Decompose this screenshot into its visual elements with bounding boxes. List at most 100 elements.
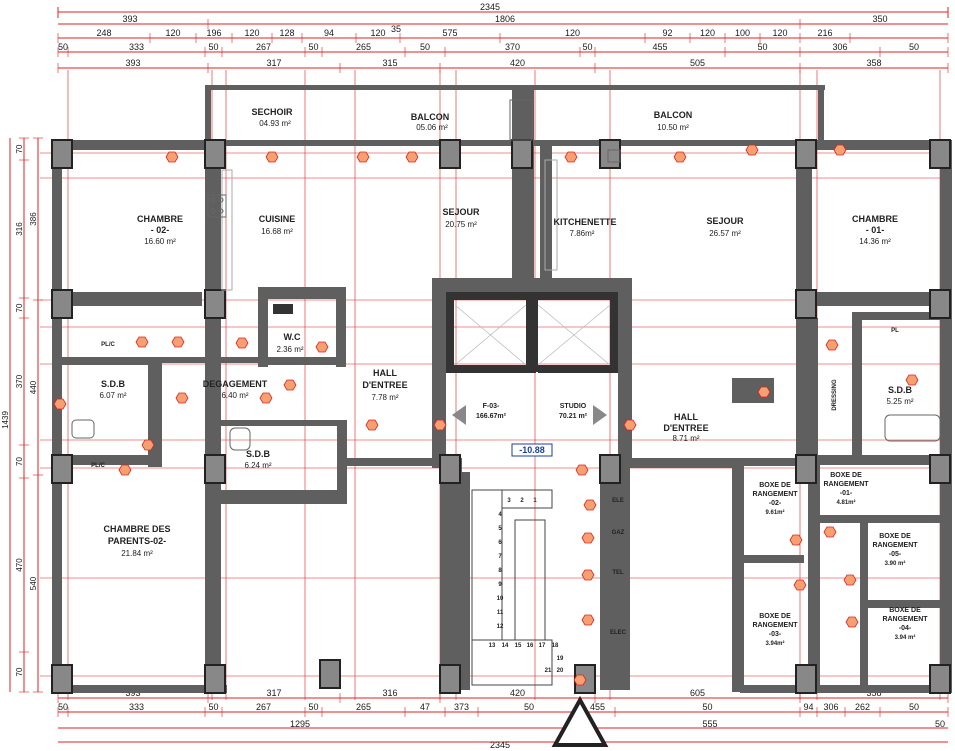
column-14 [599,454,621,484]
room-boxe01-name3: -01- [840,490,853,497]
label-ele: ELE [612,498,624,504]
room-boxe02-name3: -02- [769,500,782,507]
dim-bot-r2-8: 50 [524,702,534,712]
walls [52,85,952,693]
dim-bot-r2-2: 50 [208,702,218,712]
room-boxe05-area: 3.90 m² [885,560,906,567]
dim-bot-r2-11: 94 [803,702,813,712]
room-boxe05-name3: -05- [889,551,902,558]
dim-top-r2-5: 94 [324,28,334,38]
dim-top-r2-7: 575 [442,28,457,38]
dim-top-r3-1: 333 [129,42,144,52]
room-sejour1-area: 20.75 m² [445,220,477,229]
room-boxe03-name3: -03- [769,631,782,638]
dim-top-r4-2: 315 [382,58,397,68]
door-tag-22 [53,398,67,410]
column-8 [204,289,226,319]
stair-step-16: 16 [527,643,534,649]
room-f03-name: F-03- [483,403,500,410]
dim-top-r3-8: 50 [582,42,592,52]
dim-top-r3-6: 50 [420,42,430,52]
door-tag-0 [165,151,179,163]
dim-top-r3-4: 50 [308,42,318,52]
room-sejour2-name: SEJOUR [706,216,744,226]
dim-bot-r2-14: 50 [909,702,919,712]
dim-bot-r2-13: 262 [855,702,870,712]
door-tag-25 [583,499,597,511]
dim-left-inner-2: 540 [29,576,38,590]
room-boxe01-name2: RANGEMENT [823,481,869,488]
door-tag-21 [905,374,919,386]
dim-top-r2-8: 120 [565,28,580,38]
dim-bot-r2-6: 47 [420,702,430,712]
column-16 [929,454,951,484]
door-tag-7 [833,144,847,156]
door-tag-23 [118,464,132,476]
room-boxe03-name: BOXE DE [759,613,791,620]
room-boxe04-name2: RANGEMENT [882,616,928,623]
label-pl: PL [891,328,899,334]
room-labels: SECHOIR 04.93 m² BALCON 05.06 m² BALCON … [91,107,928,647]
column-9 [795,289,817,319]
stair-step-12: 12 [497,624,504,630]
room-sdb1-area: 6.07 m² [99,391,126,400]
room-parents-name2: PARENTS-02- [108,536,166,546]
stair-step-18: 18 [552,643,559,649]
room-hall2-area: 8.71 m² [672,434,699,443]
dim-top-r3-0: 50 [58,42,68,52]
room-boxe01-area: 4.81m² [836,499,855,506]
room-boxe05-name2: RANGEMENT [872,542,918,549]
door-tag-16 [365,419,379,431]
column-11 [51,454,73,484]
dim-bot-r3-a: 1295 [290,719,310,729]
dim-left-outer-6: 70 [15,667,24,676]
dim-top-r4-5: 358 [866,58,881,68]
dim-bot-r2-10: 50 [702,702,712,712]
stair-step-5: 5 [498,526,502,532]
room-boxe02-name: BOXE DE [759,482,791,489]
dim-top-r4-1: 317 [266,58,281,68]
room-kitchenette-area: 7.86m² [570,229,595,238]
door-tag-5 [673,151,687,163]
column-13 [439,454,461,484]
stair-step-3: 3 [507,498,511,504]
door-tag-29 [573,674,587,686]
column-22 [929,664,951,694]
stair-step-13: 13 [489,643,496,649]
room-degagement-name: DEGAGEMENT [203,379,268,389]
label-plc-1: PL/C [101,342,115,348]
door-tag-33 [843,574,857,586]
room-studio-area: 70.21 m² [559,413,588,420]
stair-step-11: 11 [497,610,504,616]
column-6 [929,139,951,169]
column-19 [439,664,461,694]
door-tag-24 [575,464,589,476]
door-tag-13 [259,392,273,404]
room-boxe02-name2: RANGEMENT [752,491,798,498]
dim-top-r2-4: 128 [279,28,294,38]
room-boxe04-area: 3.94 m² [895,634,916,641]
dim-bot-r2-1: 333 [129,702,144,712]
door-tag-2 [356,151,370,163]
label-gaz: GAZ [612,530,625,536]
dim-top-r2-0: 248 [96,28,111,38]
room-degagement-area: 6.40 m² [221,391,248,400]
dim-left-outer-1: 316 [15,222,24,236]
door-tag-1 [265,151,279,163]
dim-top-r3-9: 455 [652,42,667,52]
dim-top-r4-3: 420 [510,58,525,68]
room-chambre01-area: 14.36 m² [859,237,891,246]
room-boxe03-name2: RANGEMENT [752,622,798,629]
column-17 [51,664,73,694]
column-15 [795,454,817,484]
fixtures [71,99,941,451]
room-sejour1-name: SEJOUR [442,207,480,217]
dim-bot-r2-7: 373 [454,702,469,712]
room-hall1-name: HALL [373,368,397,378]
